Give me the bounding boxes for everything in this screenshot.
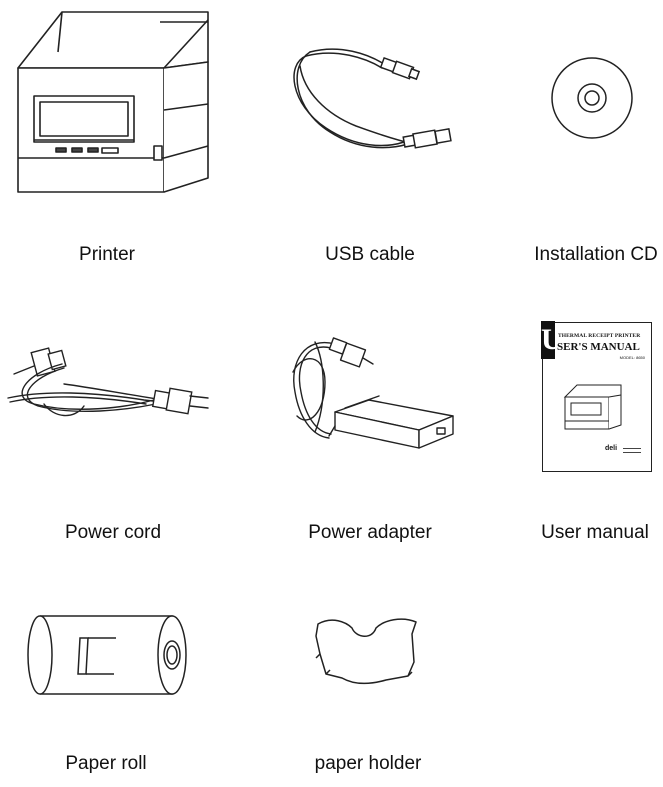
item-label: User manual <box>541 522 649 543</box>
manual-cover-letter: U <box>541 321 563 359</box>
power-adapter-icon <box>285 332 460 464</box>
item-label: paper holder <box>314 753 422 774</box>
item-label: Printer <box>79 244 135 265</box>
printer-icon <box>14 10 214 195</box>
item-label: Power adapter <box>308 522 432 543</box>
item-label: Paper roll <box>65 753 147 774</box>
paper-roll-icon <box>26 612 192 698</box>
cd-icon <box>550 56 634 140</box>
item-label: Power cord <box>64 522 162 543</box>
manual-printer-illustration <box>563 383 623 431</box>
item-label: Installation CD <box>534 244 658 265</box>
usb-cable-icon <box>286 44 466 164</box>
manual-title: SER'S MANUAL <box>557 341 640 353</box>
manual-brand-line <box>623 448 641 453</box>
user-manual-icon: U THERMAL RECEIPT PRINTER SER'S MANUAL M… <box>541 321 652 472</box>
manual-brand: deli <box>605 445 618 452</box>
item-label: USB cable <box>325 244 415 265</box>
power-cord-icon <box>4 344 224 424</box>
manual-model: MODEL: 8650 <box>619 355 645 360</box>
manual-heading: THERMAL RECEIPT PRINTER <box>558 333 641 339</box>
paper-holder-icon <box>312 612 424 688</box>
